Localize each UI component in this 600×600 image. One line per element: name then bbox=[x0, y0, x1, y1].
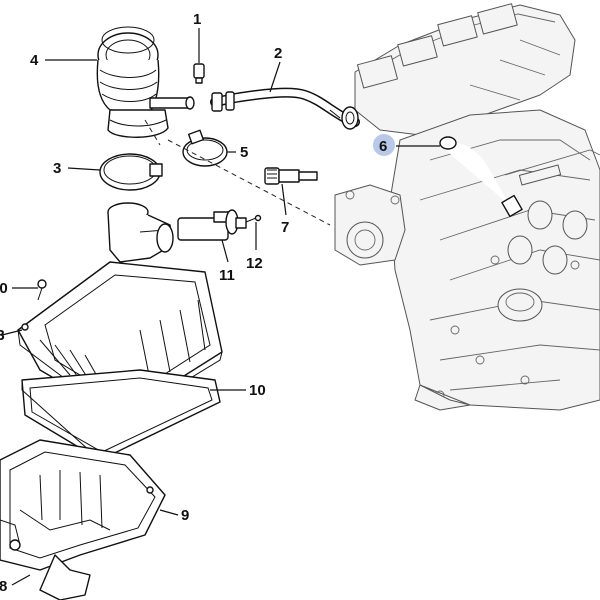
hose-clamp-part-3 bbox=[99, 153, 163, 191]
intake-boot-part-4 bbox=[96, 26, 195, 138]
engine-assembly bbox=[334, 3, 600, 411]
hose-part-2 bbox=[210, 87, 360, 130]
filter-housing-lower-part-9 bbox=[0, 439, 166, 600]
callout-12: 12 bbox=[246, 255, 263, 272]
maf-sensor-part-11 bbox=[177, 209, 247, 241]
callout-4: 4 bbox=[30, 52, 39, 69]
callout-11: 11 bbox=[219, 267, 235, 284]
callout-2: 2 bbox=[274, 45, 282, 62]
callout-10-filter: 10 bbox=[249, 382, 266, 399]
air-duct-part-8 bbox=[107, 202, 174, 263]
leader-7 bbox=[281, 183, 287, 216]
leader-9 bbox=[159, 509, 179, 516]
dashed-line-a bbox=[167, 139, 331, 226]
hose-clamp-part-5 bbox=[182, 129, 228, 167]
callout-7: 7 bbox=[281, 219, 289, 236]
callout-1: 1 bbox=[193, 11, 201, 28]
callout-10-top: 10 bbox=[0, 280, 8, 297]
screw-part-10 bbox=[37, 279, 47, 301]
dashed-line-b bbox=[144, 119, 161, 146]
plug-part-1 bbox=[193, 63, 205, 84]
leader-3 bbox=[67, 167, 101, 171]
callout-5: 5 bbox=[240, 144, 248, 161]
callout-9: 9 bbox=[181, 507, 189, 524]
sensor-part-7 bbox=[264, 167, 318, 185]
leader-2 bbox=[269, 61, 281, 93]
leader-8 bbox=[11, 574, 31, 586]
callout-6: 6 bbox=[379, 138, 387, 155]
callout-3: 3 bbox=[53, 160, 61, 177]
callout-8: 8 bbox=[0, 578, 7, 595]
callout-13: 13 bbox=[0, 327, 5, 344]
leader-13 bbox=[1, 329, 23, 336]
leader-11 bbox=[221, 239, 229, 263]
screw-part-12 bbox=[245, 214, 262, 223]
callout-6-highlight bbox=[373, 134, 395, 156]
air-filter-element-part-10 bbox=[21, 369, 221, 461]
